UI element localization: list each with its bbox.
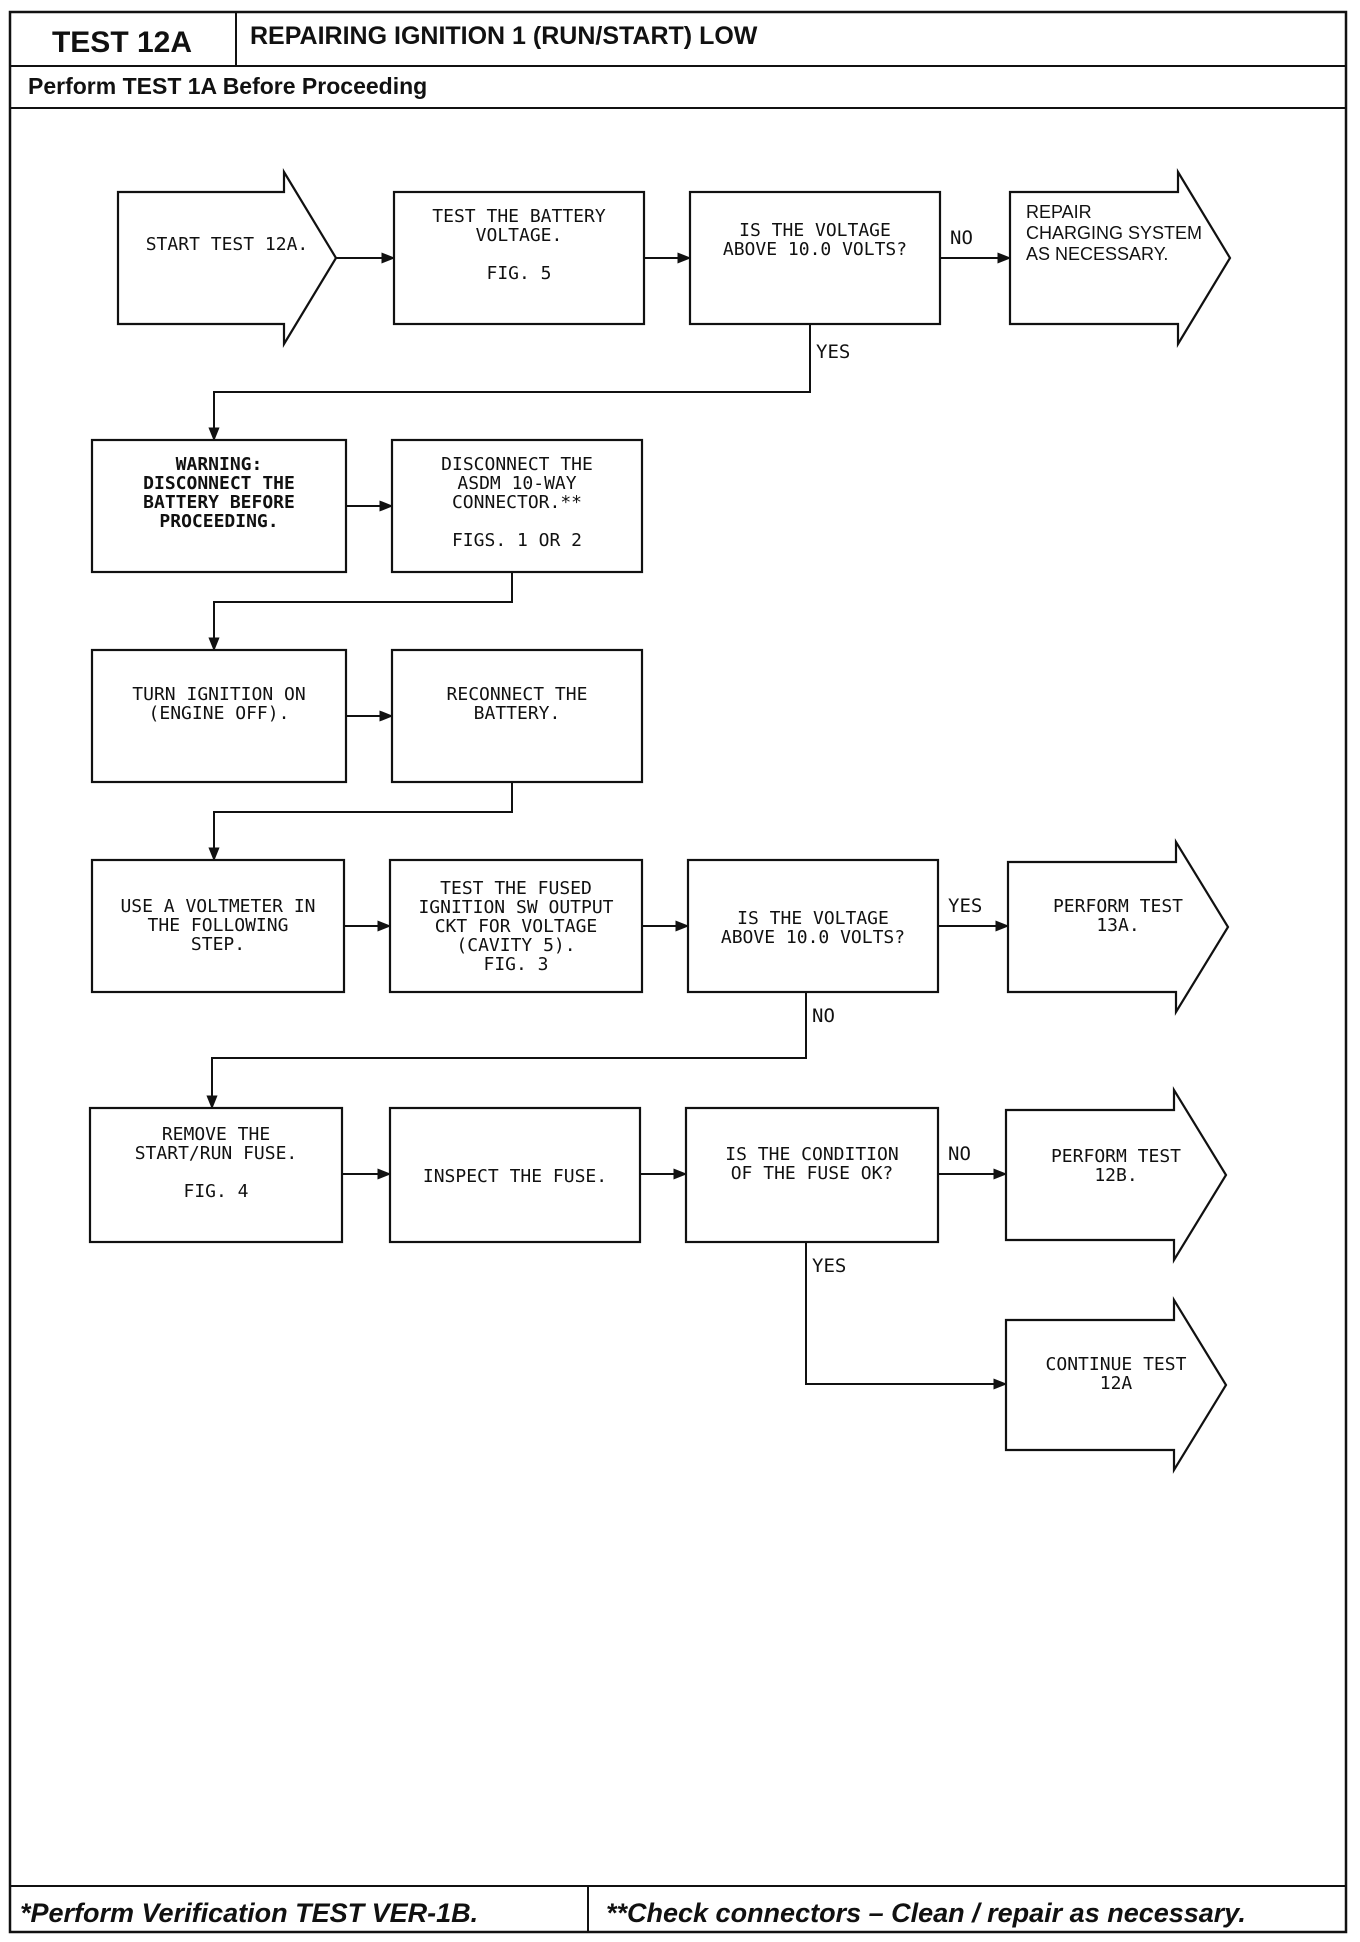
process-box bbox=[686, 858, 940, 994]
node-text-line: ASDM 10-WAY bbox=[457, 473, 576, 494]
arrow-shape bbox=[1004, 1086, 1228, 1264]
process-box bbox=[88, 1106, 344, 1244]
node-text-line: IS THE VOLTAGE bbox=[737, 908, 889, 929]
node-text-line: FIG. 5 bbox=[486, 263, 551, 284]
process-box bbox=[388, 1106, 642, 1244]
node-text-line: TURN IGNITION ON bbox=[132, 684, 305, 705]
process-box bbox=[388, 858, 644, 994]
node-text-line: ABOVE 10.0 VOLTS? bbox=[721, 927, 905, 948]
node-text-line: START TEST 12A. bbox=[146, 234, 309, 255]
node-text-line: AS NECESSARY. bbox=[1026, 244, 1168, 264]
node-text-line: (CAVITY 5). bbox=[456, 935, 575, 956]
node-text-line: VOLTAGE. bbox=[476, 225, 563, 246]
arrow-shape bbox=[1006, 838, 1230, 1016]
test-id-label: TEST 12A bbox=[52, 26, 192, 59]
node-text-line: DISCONNECT THE bbox=[143, 473, 295, 494]
node-text-line: 12B. bbox=[1094, 1165, 1137, 1186]
node-text-line: START/RUN FUSE. bbox=[135, 1143, 298, 1164]
process-box bbox=[390, 438, 644, 574]
edge-label: YES bbox=[948, 895, 982, 917]
node-text-line: IGNITION SW OUTPUT bbox=[418, 897, 613, 918]
edge-disconnect-asdm-to-ignition-on bbox=[208, 572, 513, 652]
process-box bbox=[688, 190, 942, 326]
arrow-shape bbox=[116, 168, 338, 348]
node-text-line: THE FOLLOWING bbox=[148, 915, 289, 936]
edge-voltage-q1-to-warning bbox=[208, 324, 811, 442]
process-box bbox=[90, 438, 348, 574]
node-text-line: FIGS. 1 OR 2 bbox=[452, 530, 582, 551]
node-text-line: ABOVE 10.0 VOLTS? bbox=[723, 239, 907, 260]
node-text-line: REPAIR bbox=[1026, 202, 1092, 222]
node-text-line: BATTERY BEFORE bbox=[143, 492, 295, 513]
edge-label: YES bbox=[816, 341, 850, 363]
node-text-line: WARNING: bbox=[176, 454, 263, 475]
node-text-line: TEST THE BATTERY bbox=[432, 206, 606, 227]
edge-label: NO bbox=[812, 1005, 835, 1027]
node-text-line: 12A bbox=[1100, 1373, 1133, 1394]
footer-right-note: **Check connectors – Clean / repair as n… bbox=[606, 1898, 1246, 1928]
node-text-line: PERFORM TEST bbox=[1051, 1146, 1181, 1167]
edges-layer: NO YES YES NO NO YES bbox=[206, 227, 1012, 1390]
page-frame bbox=[8, 10, 1348, 1934]
node-text-line: (ENGINE OFF). bbox=[149, 703, 290, 724]
node-inspect-fuse: INSPECT THE FUSE. bbox=[388, 1106, 642, 1244]
node-text-line: 13A. bbox=[1096, 915, 1139, 936]
process-box bbox=[390, 648, 644, 784]
node-text-line: PERFORM TEST bbox=[1053, 896, 1183, 917]
process-box bbox=[90, 648, 348, 784]
edge-label: YES bbox=[812, 1255, 846, 1277]
node-text-line: OF THE FUSE OK? bbox=[731, 1163, 894, 1184]
node-text-line: BATTERY. bbox=[474, 703, 561, 724]
node-text-line: RECONNECT THE bbox=[447, 684, 588, 705]
edge-fuse-q-to-continue-12a bbox=[805, 1242, 1008, 1390]
diagram-title: REPAIRING IGNITION 1 (RUN/START) LOW bbox=[250, 22, 758, 50]
node-text-line: CKT FOR VOLTAGE bbox=[435, 916, 598, 937]
node-text-line: DISCONNECT THE bbox=[441, 454, 593, 475]
node-text-line: TEST THE FUSED bbox=[440, 878, 592, 899]
footer-left-note: *Perform Verification TEST VER-1B. bbox=[20, 1898, 478, 1928]
process-box bbox=[90, 858, 346, 994]
node-text-line: FIG. 4 bbox=[183, 1181, 248, 1202]
node-text-line: IS THE CONDITION bbox=[725, 1144, 898, 1165]
node-text-line: IS THE VOLTAGE bbox=[739, 220, 891, 241]
node-start: START TEST 12A. bbox=[116, 168, 338, 348]
node-text-line: CHARGING SYSTEM bbox=[1026, 223, 1202, 243]
edge-label: NO bbox=[950, 227, 973, 249]
node-text-line: STEP. bbox=[191, 934, 245, 955]
node-text-line: REMOVE THE bbox=[162, 1124, 270, 1145]
diagram-subtitle: Perform TEST 1A Before Proceeding bbox=[28, 73, 427, 99]
node-ignition-on: TURN IGNITION ON(ENGINE OFF). bbox=[90, 648, 348, 784]
arrow-shape bbox=[1004, 1296, 1228, 1474]
edge-voltage-q2-to-remove-fuse bbox=[206, 992, 807, 1110]
process-box bbox=[684, 1106, 940, 1244]
process-box bbox=[392, 190, 646, 326]
node-text-line: CONTINUE TEST bbox=[1046, 1354, 1187, 1375]
edge-reconnect-battery-to-use-voltmeter bbox=[208, 782, 513, 862]
node-text-line: INSPECT THE FUSE. bbox=[423, 1166, 607, 1187]
edge-label: NO bbox=[948, 1143, 971, 1165]
node-text-line: PROCEEDING. bbox=[159, 511, 278, 532]
node-text-line: CONNECTOR.** bbox=[452, 492, 582, 513]
arrow-shape bbox=[1008, 168, 1232, 348]
node-text-line: FIG. 3 bbox=[483, 954, 548, 975]
node-text-line: USE A VOLTMETER IN bbox=[120, 896, 315, 917]
